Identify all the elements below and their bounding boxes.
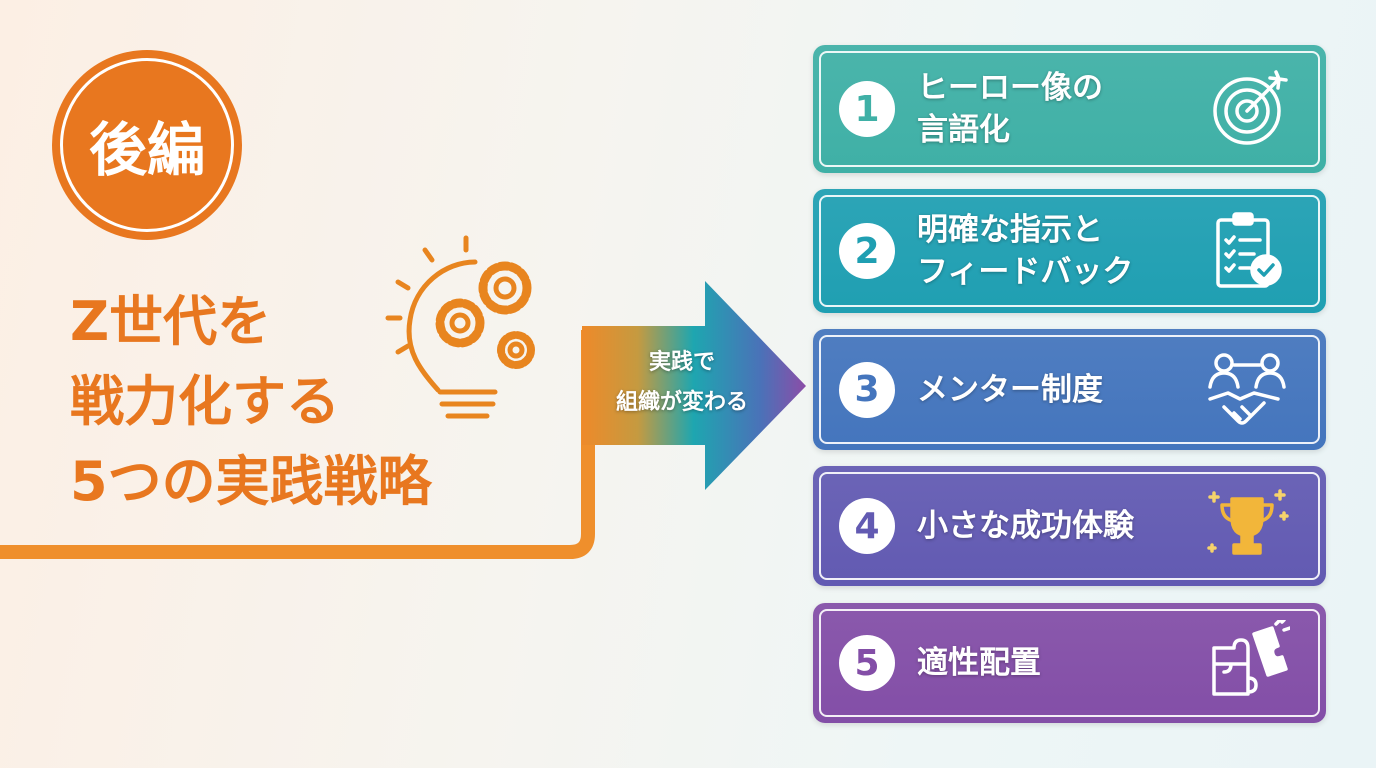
strategy-label-line: ヒーロー像の	[917, 70, 1103, 106]
lightbulb-gears-icon	[385, 235, 535, 419]
strategy-label: ヒーロー像の言語化	[917, 67, 1103, 151]
strategy-card-1: 1 ヒーロー像の言語化	[813, 45, 1326, 173]
step-number: 2	[839, 223, 895, 279]
strategy-label: 小さな成功体験	[917, 505, 1134, 547]
strategy-label: 明確な指示とフィードバック	[917, 209, 1133, 293]
connector-line	[0, 330, 595, 559]
strategy-label: 適性配置	[917, 642, 1041, 684]
arrow-label-line: 実践で	[648, 350, 715, 375]
strategy-card-4: 4 小さな成功体験	[813, 466, 1326, 586]
part-badge: 後編	[52, 50, 242, 240]
page-title: Z世代を 戦力化する 5つの実践戦略	[70, 282, 432, 522]
badge-label: 後編	[60, 58, 234, 232]
strategy-card-2: 2 明確な指示とフィードバック	[813, 189, 1326, 313]
puzzle-icon	[1212, 620, 1290, 696]
card-frame: 2 明確な指示とフィードバック	[819, 195, 1320, 307]
transformation-arrow	[582, 281, 806, 490]
step-number: 1	[839, 81, 895, 137]
step-number: 4	[839, 498, 895, 554]
title-line: 5つの実践戦略	[70, 450, 432, 513]
title-line: Z世代を	[70, 290, 272, 353]
strategy-card-3: 3 メンター制度	[813, 329, 1326, 450]
card-frame: 4 小さな成功体験	[819, 472, 1320, 580]
card-frame: 5 適性配置	[819, 609, 1320, 717]
strategy-card-5: 5 適性配置	[813, 603, 1326, 723]
strategy-label-line: 明確な指示と	[917, 212, 1103, 248]
handshake-icon	[1208, 352, 1286, 425]
card-frame: 1 ヒーロー像の言語化	[819, 51, 1320, 167]
step-number: 3	[839, 361, 895, 418]
arrow-label-line: 組織が変わる	[615, 390, 748, 415]
clipboard-check-icon	[1216, 212, 1282, 288]
strategy-label-line: 小さな成功体験	[917, 508, 1134, 544]
strategy-label-line: メンター制度	[917, 371, 1103, 408]
arrow-label: 実践で 組織が変わる	[592, 343, 772, 423]
step-number: 5	[839, 635, 895, 691]
trophy-icon	[1207, 489, 1289, 555]
strategy-label: メンター制度	[917, 369, 1103, 411]
strategy-label-line: 言語化	[917, 112, 1010, 148]
strategy-label-line: フィードバック	[917, 254, 1134, 290]
target-icon	[1213, 70, 1288, 145]
card-frame: 3 メンター制度	[819, 335, 1320, 444]
strategy-label-line: 適性配置	[917, 645, 1041, 681]
title-line: 戦力化する	[70, 370, 340, 433]
